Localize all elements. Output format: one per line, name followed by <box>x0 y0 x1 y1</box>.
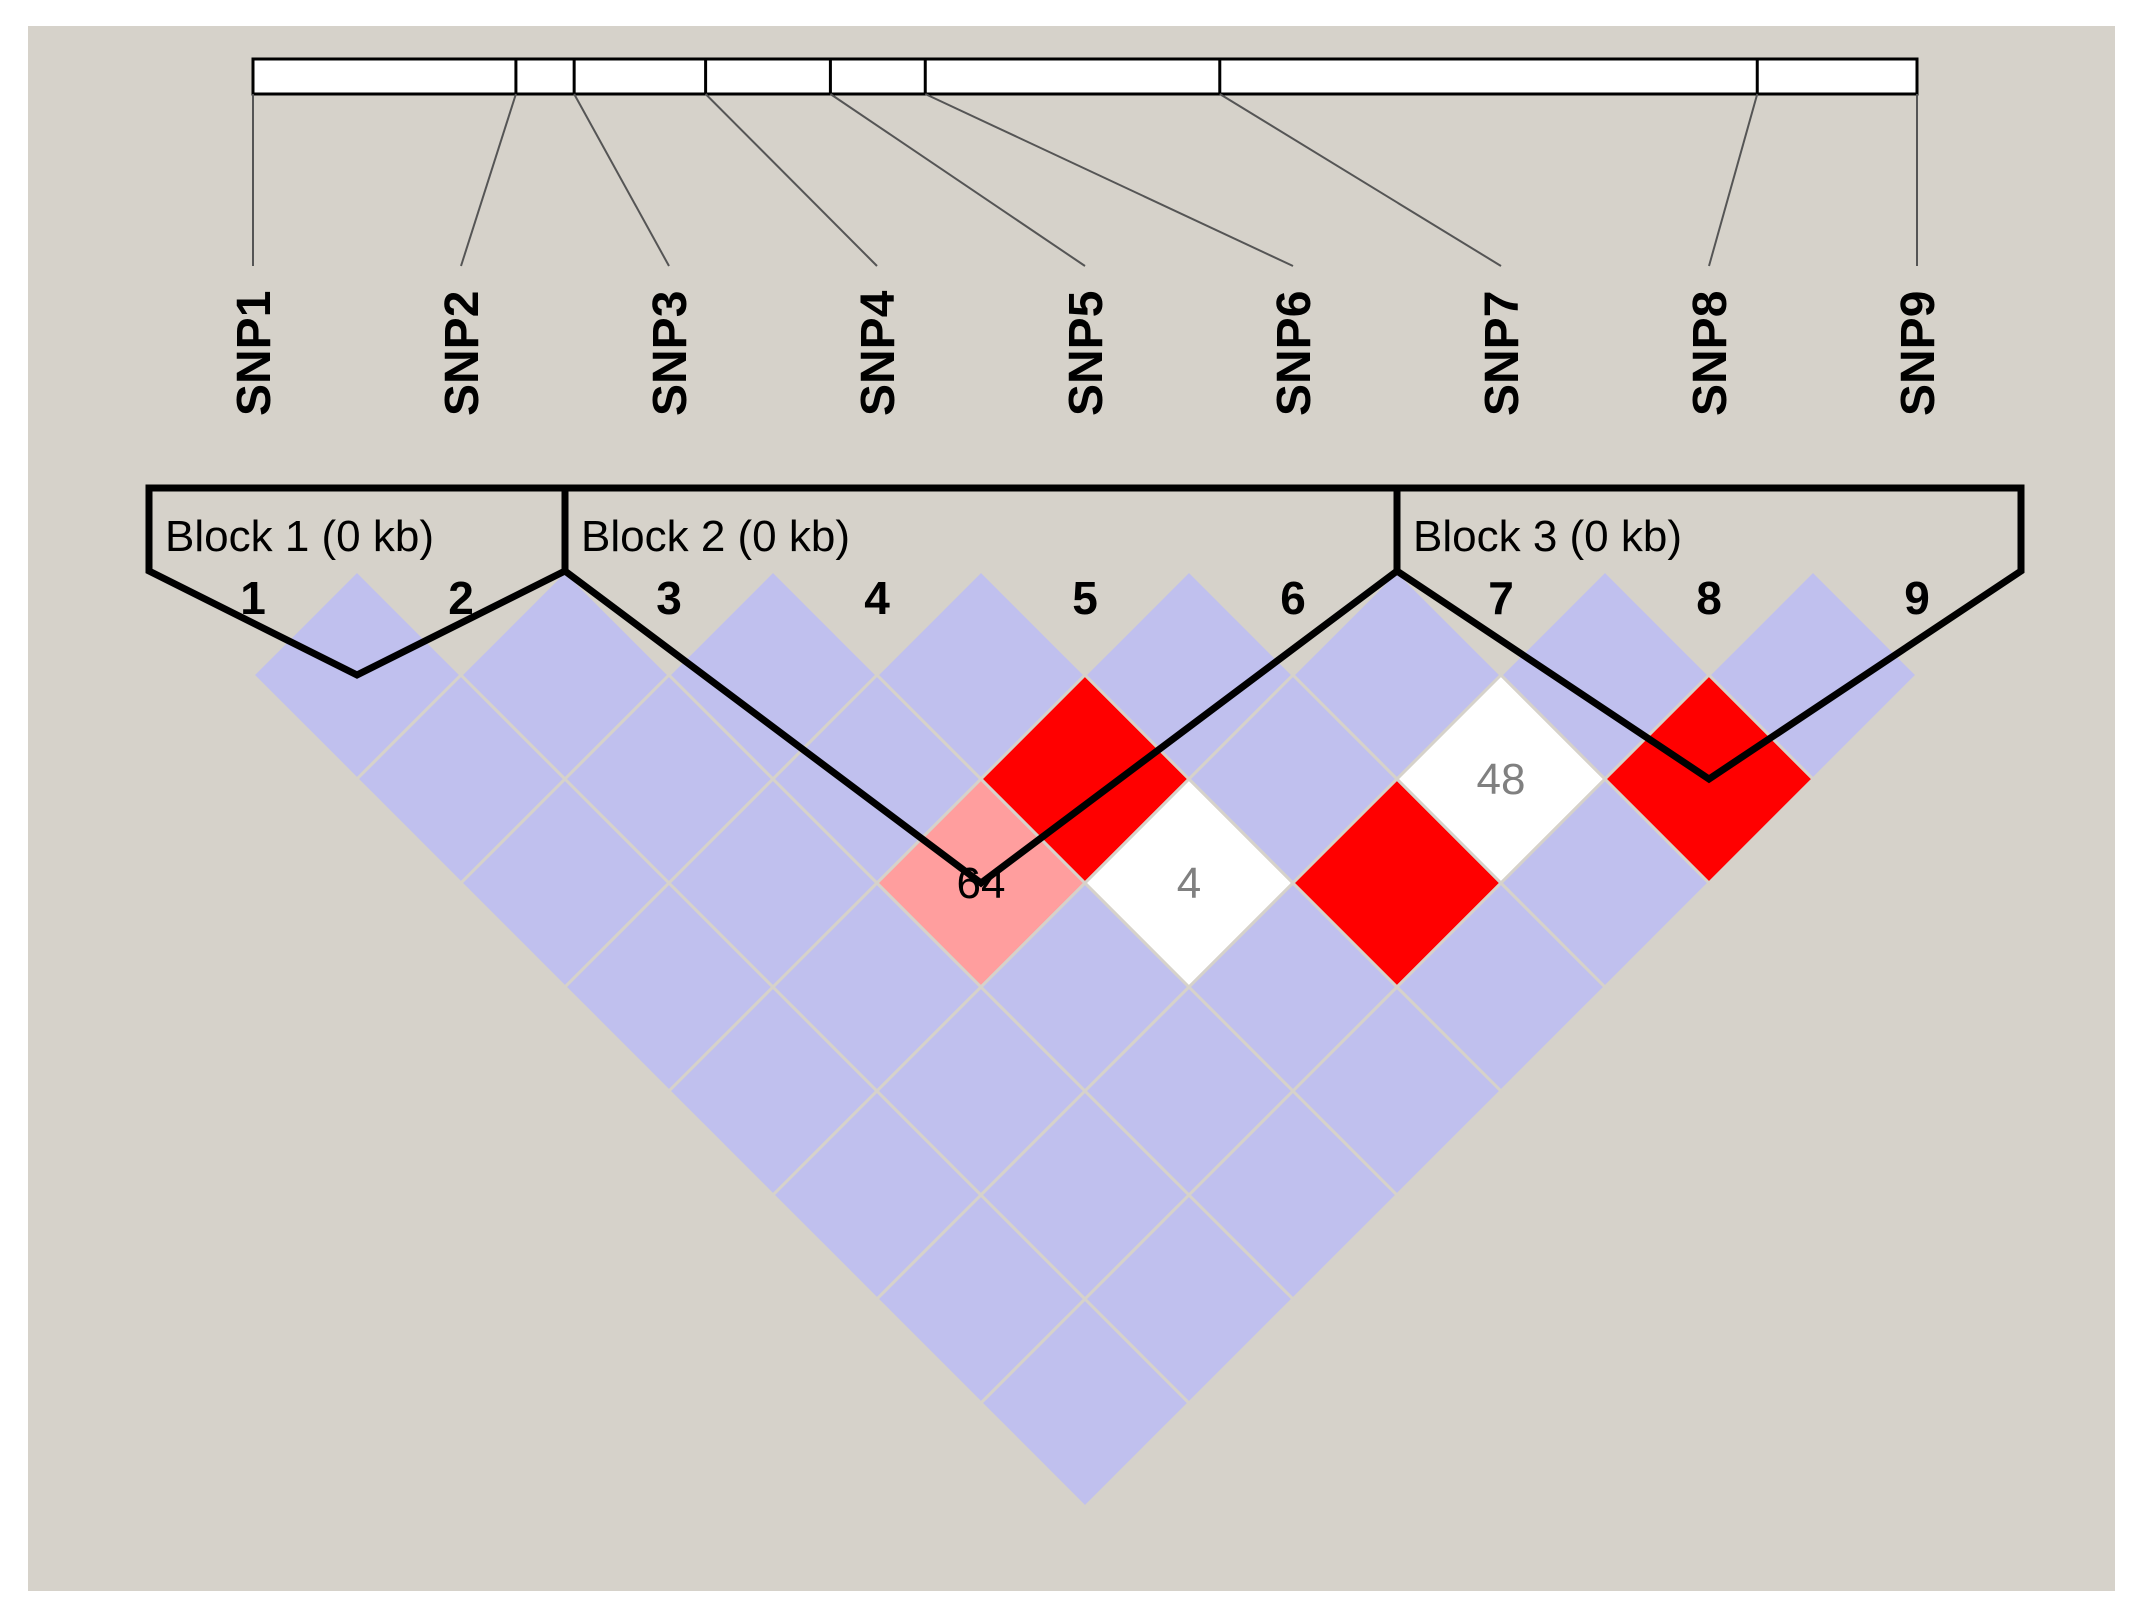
snp-label-1: SNP1 <box>228 291 281 416</box>
snp-index-3: 3 <box>656 572 682 624</box>
snp-label-2: SNP2 <box>436 291 489 416</box>
block-outline-3 <box>1393 484 2025 784</box>
map-connector-5 <box>829 93 1086 267</box>
block-label-1: Block 1 (0 kb) <box>165 512 434 561</box>
ld-cell-value-4-7: 4 <box>1177 859 1201 908</box>
map-connector-7 <box>1219 93 1502 267</box>
snp-index-4: 4 <box>864 572 890 624</box>
block-label-3: Block 3 (0 kb) <box>1413 512 1682 561</box>
map-bar <box>251 57 1919 96</box>
snp-map <box>251 57 1919 267</box>
snp-labels: SNP1 SNP2 SNP3 SNP4 SNP5 SNP6 SNP7 SNP8 SNP9 <box>228 290 1945 416</box>
block-label-2: Block 2 (0 kb) <box>581 512 850 561</box>
map-connector-4 <box>704 93 878 267</box>
snp-index-9: 9 <box>1904 572 1930 624</box>
snp-label-9: SNP9 <box>1892 291 1945 416</box>
snp-label-3: SNP3 <box>644 291 697 416</box>
map-connector-6 <box>924 93 1294 267</box>
snp-index-8: 8 <box>1696 572 1722 624</box>
map-connector-3 <box>573 93 670 267</box>
snp-index-2: 2 <box>448 572 474 624</box>
snp-label-4: SNP4 <box>852 290 905 416</box>
block-outline-1 <box>145 484 569 679</box>
map-connector-8 <box>1708 93 1759 267</box>
map-connector-2 <box>460 93 517 267</box>
snp-index-7: 7 <box>1488 572 1514 624</box>
snp-label-6: SNP6 <box>1268 291 1321 416</box>
snp-index-6: 6 <box>1280 572 1306 624</box>
ld-blocks: Block 1 (0 kb) Block 2 (0 kb) Block 3 (0 k… <box>145 484 2025 888</box>
snp-index-5: 5 <box>1072 572 1098 624</box>
block-outline-2 <box>561 484 1401 888</box>
ld-cell-8-9 <box>1706 568 1920 782</box>
snp-index-1: 1 <box>240 572 266 624</box>
snp-label-7: SNP7 <box>1476 291 1529 416</box>
ld-cells: 6 4 4 48 <box>250 568 1920 1510</box>
snp-label-8: SNP8 <box>1684 291 1737 416</box>
snp-label-5: SNP5 <box>1060 291 1113 416</box>
ld-cell-value-6-8: 48 <box>1477 755 1526 804</box>
